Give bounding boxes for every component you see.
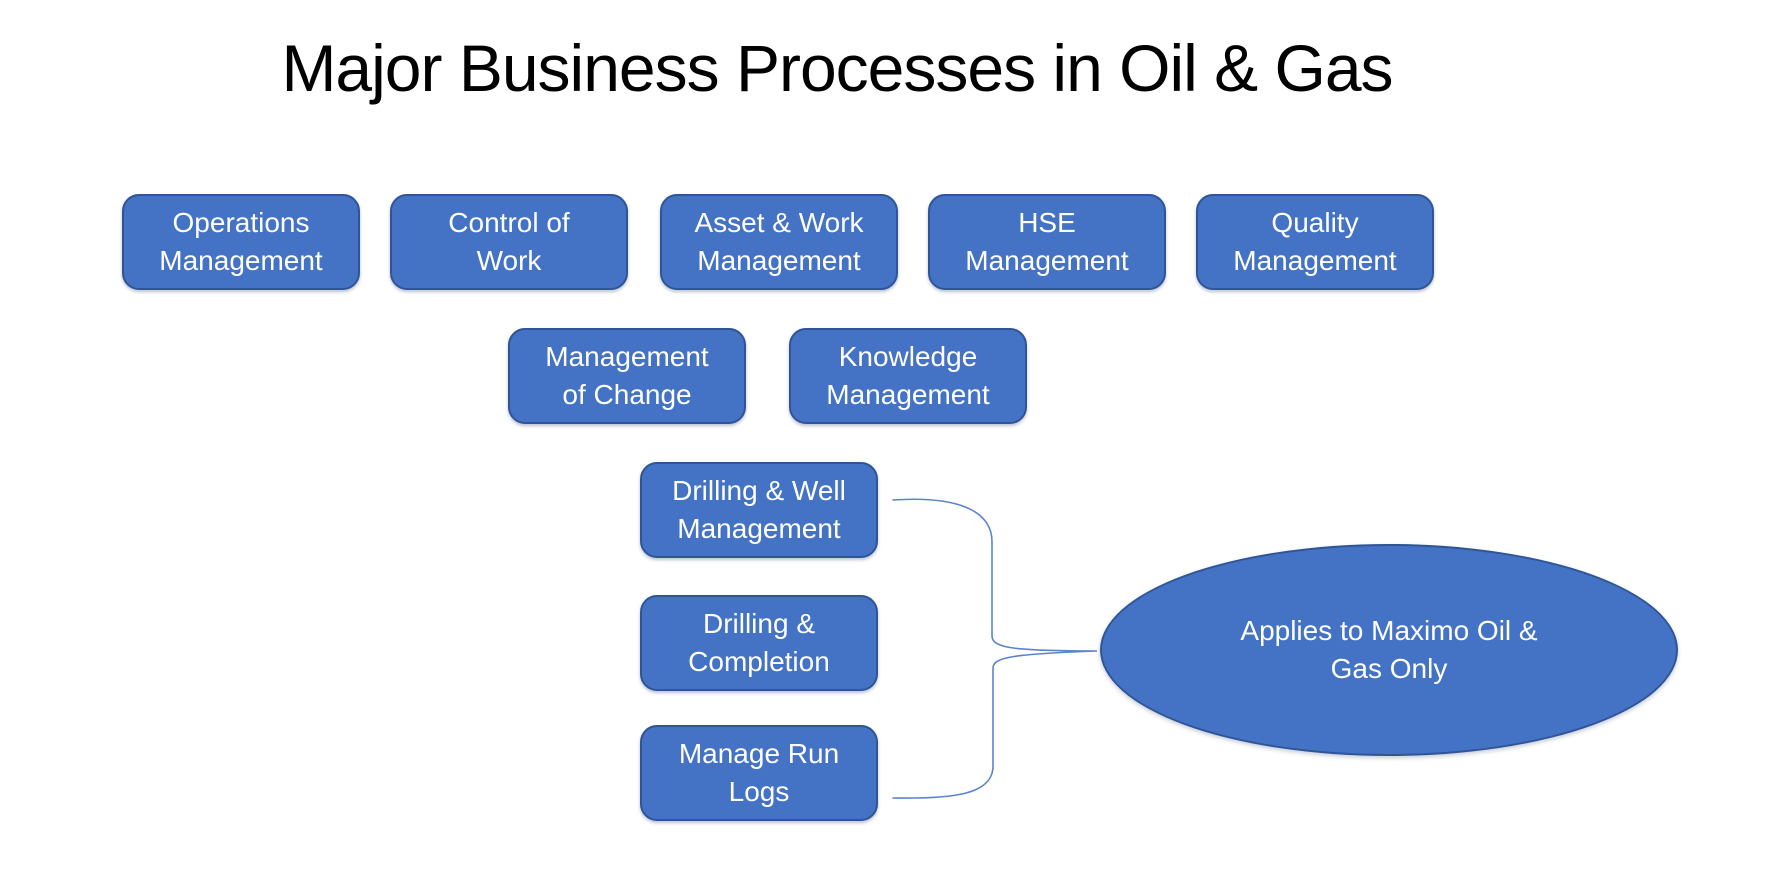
- process-box-label: Control of Work: [448, 206, 570, 276]
- process-box-label: Quality Management: [1233, 206, 1397, 276]
- process-box-knowledge-management: Knowledge Management: [789, 328, 1027, 424]
- process-box-label: Drilling & Completion: [688, 607, 830, 677]
- process-box-operations-management: Operations Management: [122, 194, 360, 290]
- slide-title: Major Business Processes in Oil & Gas: [281, 31, 1393, 105]
- process-box-management-of-change: Management of Change: [508, 328, 746, 424]
- process-box-label: Operations Management: [159, 206, 323, 276]
- process-box-asset-work-management: Asset & Work Management: [660, 194, 898, 290]
- process-box-quality-management: Quality Management: [1196, 194, 1434, 290]
- maximo-callout-label: Applies to Maximo Oil & Gas Only: [1240, 614, 1538, 684]
- process-box-label: HSE Management: [965, 206, 1129, 276]
- process-box-hse-management: HSE Management: [928, 194, 1166, 290]
- process-box-label: Management of Change: [545, 340, 709, 410]
- process-box-label: Asset & Work Management: [694, 206, 864, 276]
- maximo-callout-ellipse: Applies to Maximo Oil & Gas Only: [1100, 544, 1678, 756]
- process-box-manage-run-logs: Manage Run Logs: [640, 725, 878, 821]
- process-box-label: Drilling & Well Management: [672, 474, 846, 544]
- process-box-label: Manage Run Logs: [678, 737, 840, 807]
- process-box-label: Knowledge Management: [826, 340, 990, 410]
- process-box-drilling-completion: Drilling & Completion: [640, 595, 878, 691]
- process-box-drilling-well-management: Drilling & Well Management: [640, 462, 878, 558]
- process-box-control-of-work: Control of Work: [390, 194, 628, 290]
